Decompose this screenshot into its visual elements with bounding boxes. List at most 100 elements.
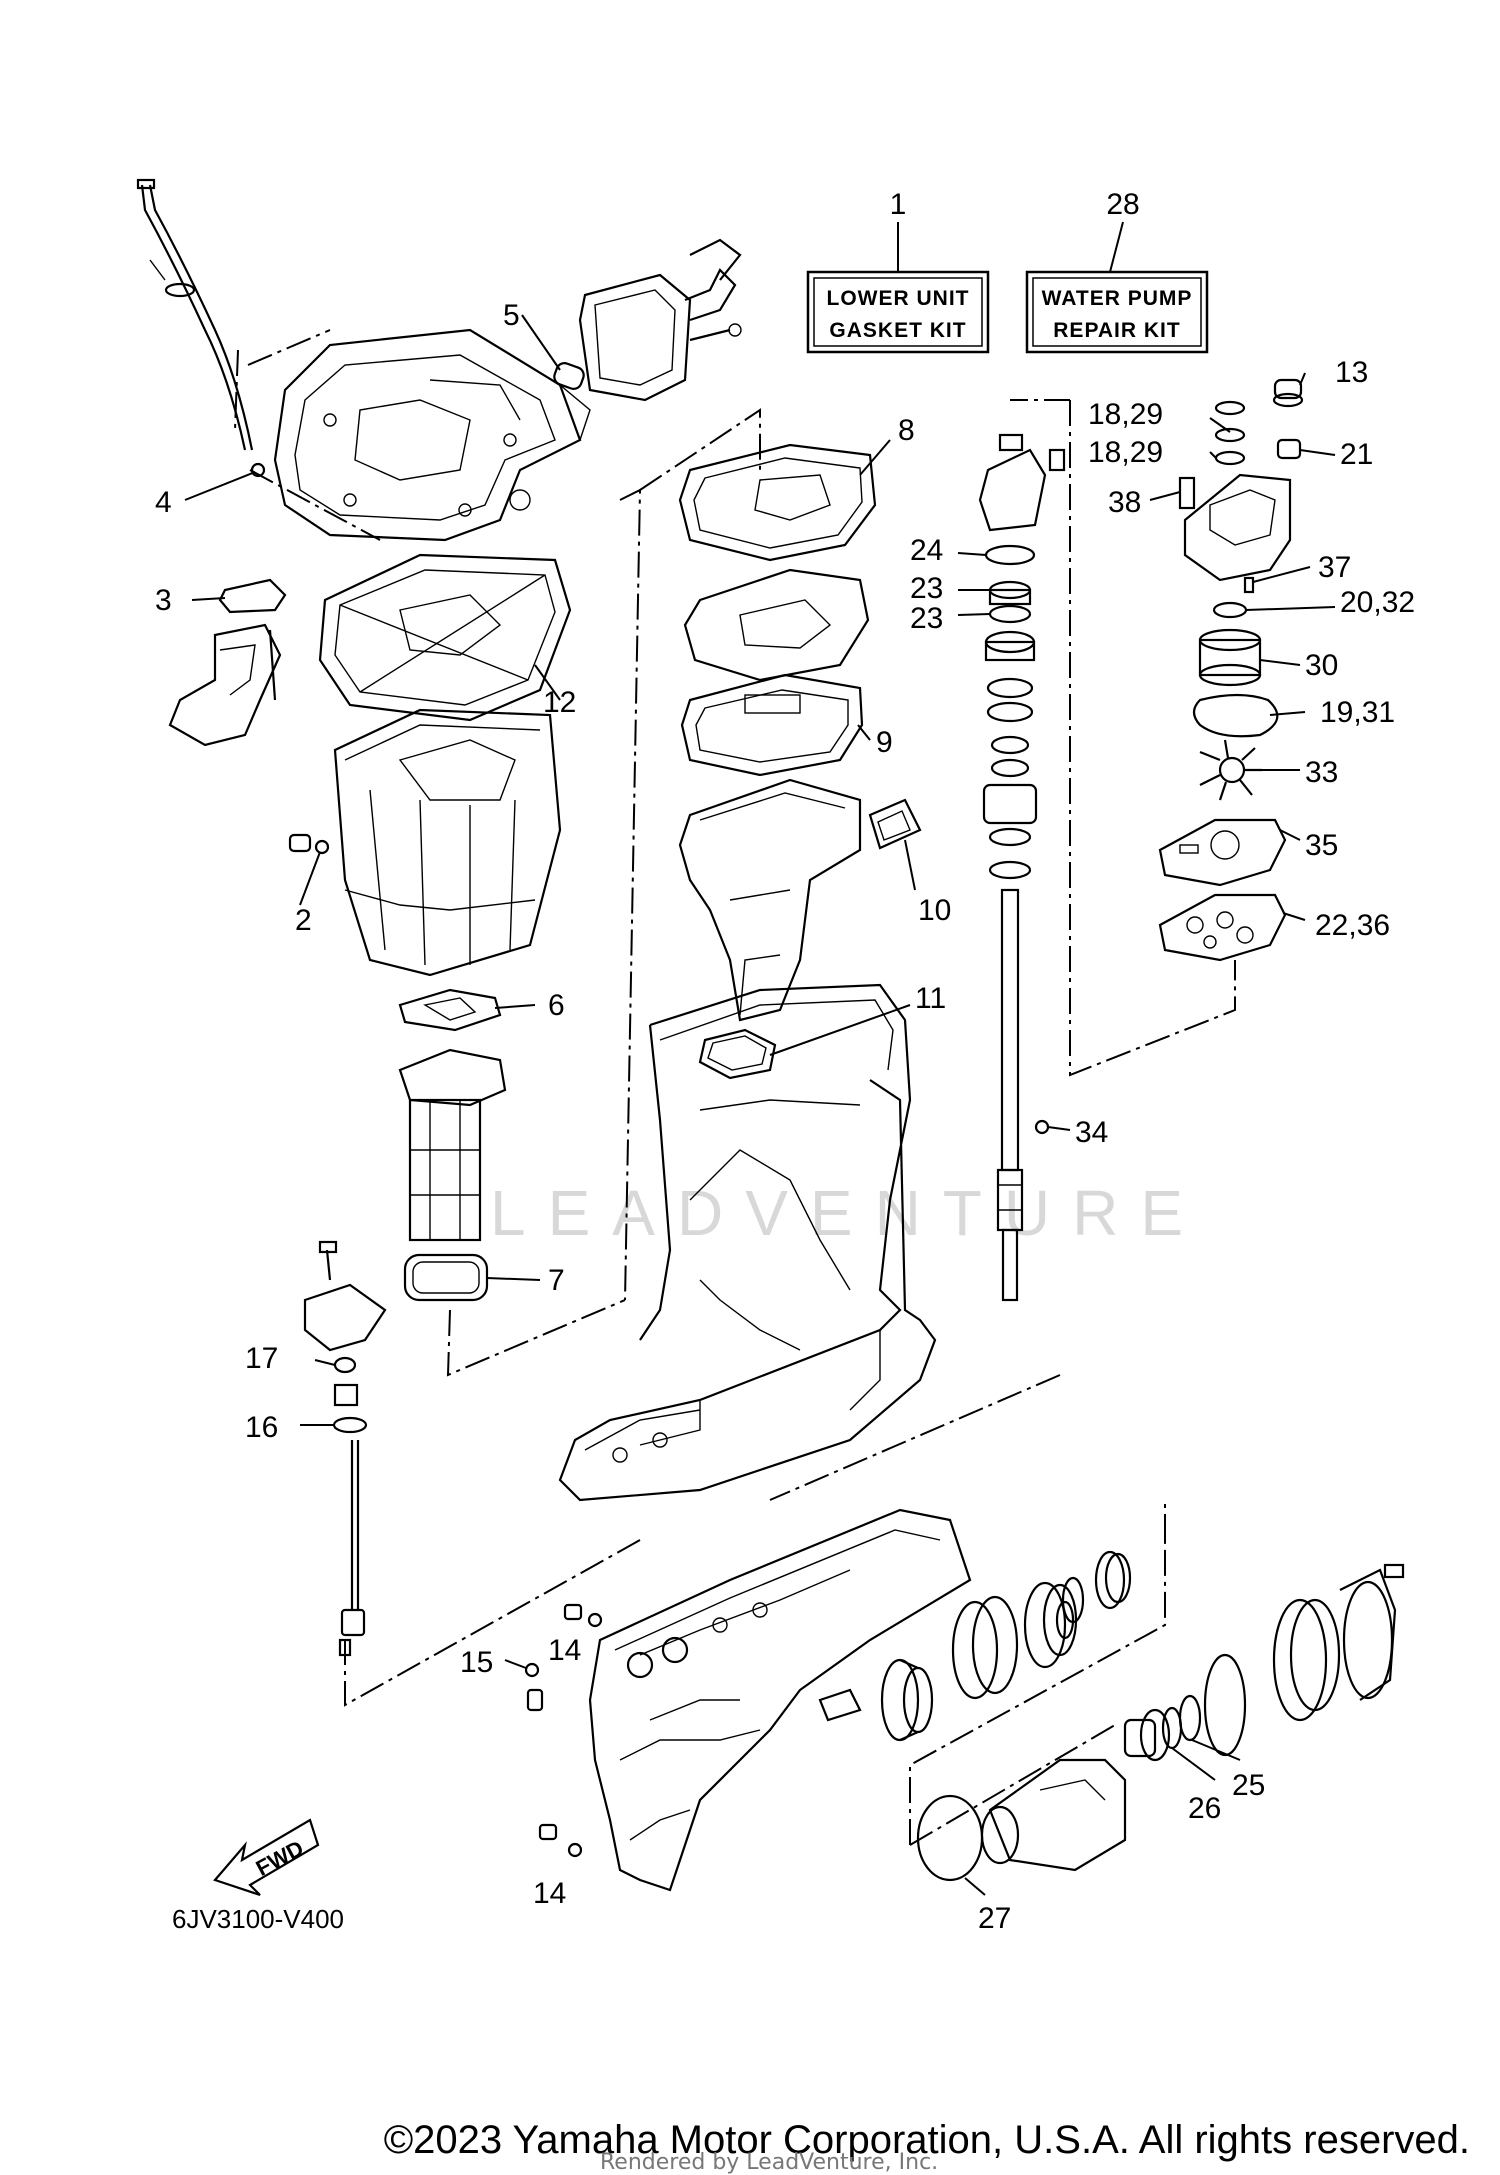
part-23-shims[interactable] — [988, 580, 1032, 624]
callout-5[interactable]: 5 — [503, 299, 520, 332]
upper-case[interactable] — [558, 983, 937, 1502]
part-5-grommet[interactable] — [552, 361, 586, 391]
rendered-by-credit: Rendered by LeadVenture, Inc. — [600, 2150, 939, 2175]
part-9-gasket[interactable] — [680, 673, 864, 777]
part-35-plate[interactable] — [1158, 818, 1287, 887]
callout-17[interactable]: 17 — [245, 1342, 278, 1375]
callout-10[interactable]: 10 — [918, 894, 951, 927]
callout-11[interactable]: 11 — [915, 982, 946, 1015]
oil-pan[interactable] — [333, 708, 562, 977]
part-6-gasket[interactable] — [398, 988, 502, 1032]
forward-gear[interactable] — [880, 1658, 934, 1742]
kit-box-water-pump-repair[interactable]: 28 WATER PUMP REPAIR KIT — [1025, 188, 1209, 354]
part-12-gasket[interactable] — [318, 553, 572, 722]
callout-9[interactable]: 9 — [876, 726, 893, 759]
callout-19-31[interactable]: 19,31 — [1320, 696, 1395, 729]
callout-27[interactable]: 27 — [978, 1902, 1011, 1935]
forward-gear-bearing[interactable] — [951, 1595, 1019, 1700]
callout-18-29-upper[interactable]: 18,29 — [1088, 398, 1163, 431]
part-34-key[interactable] — [1034, 1119, 1050, 1135]
callout-26[interactable]: 26 — [1188, 1792, 1221, 1825]
callout-14-upper[interactable]: 14 — [548, 1634, 581, 1667]
thrust-washer[interactable] — [1061, 1550, 1132, 1624]
callout-33[interactable]: 33 — [1305, 756, 1338, 789]
part-14-plug-upper[interactable] — [563, 1603, 603, 1628]
part-22-gasket[interactable] — [1158, 893, 1287, 962]
callout-2[interactable]: 2 — [295, 904, 312, 937]
part-18-seal-upper[interactable] — [1214, 427, 1246, 443]
part-24-oring[interactable] — [984, 544, 1036, 566]
callout-37[interactable]: 37 — [1318, 551, 1351, 584]
callout-4[interactable]: 4 — [155, 486, 172, 519]
shift-rod-bracket[interactable] — [303, 1240, 387, 1352]
part-21-insert[interactable] — [1276, 438, 1302, 460]
exhaust-muffler[interactable] — [398, 1048, 507, 1242]
callout-35[interactable]: 35 — [1305, 829, 1338, 862]
propeller-shaft-housing[interactable] — [980, 1708, 1171, 1872]
kit-line2: GASKET KIT — [829, 319, 966, 342]
callout-8[interactable]: 8 — [898, 414, 915, 447]
part-20-oring[interactable] — [1212, 601, 1248, 619]
callout-16[interactable]: 16 — [245, 1411, 278, 1444]
shift-rod-cover[interactable] — [578, 238, 742, 402]
reverse-gear-assembly[interactable] — [1203, 1563, 1405, 1757]
kit-box-lower-unit-gasket[interactable]: 1 LOWER UNIT GASKET KIT — [806, 188, 990, 354]
part-8-gasket[interactable] — [678, 443, 877, 562]
exhaust-guide[interactable] — [678, 778, 862, 1022]
callout-23-upper[interactable]: 23 — [910, 572, 943, 605]
water-pump-assembly[interactable] — [1158, 378, 1304, 962]
part-13-cap[interactable] — [1273, 378, 1303, 400]
kit-line1: LOWER UNIT — [827, 287, 970, 310]
part-10-seal[interactable] — [868, 798, 922, 850]
callout-25[interactable]: 25 — [1232, 1769, 1265, 1802]
callout-3[interactable]: 3 — [155, 584, 172, 617]
part-2-drain-bolt[interactable] — [288, 833, 330, 855]
part-19-oring[interactable] — [1192, 693, 1279, 738]
watermark: LEADVENTURE — [490, 1177, 1205, 1249]
kit-number: 28 — [1106, 188, 1139, 221]
diagram-code: 6JV3100-V400 — [172, 1904, 344, 1934]
part-37-pin[interactable] — [1243, 576, 1255, 594]
callout-20-32[interactable]: 20,32 — [1340, 586, 1415, 619]
part-3-gasket[interactable] — [218, 578, 287, 614]
dipstick[interactable] — [136, 178, 254, 451]
part-7-seal[interactable] — [403, 1253, 489, 1302]
part-38-bolt[interactable] — [1178, 476, 1196, 510]
lower-unit-housing[interactable] — [588, 1508, 972, 1892]
callout-6[interactable]: 6 — [548, 989, 565, 1022]
part-30-cartridge[interactable] — [1198, 628, 1262, 687]
exhaust-manifold[interactable] — [168, 623, 282, 747]
part-26-seal[interactable] — [1161, 1706, 1183, 1750]
part-15-gasket[interactable] — [524, 1662, 540, 1678]
plug-bolt[interactable] — [526, 1688, 544, 1712]
callout-18-29-lower[interactable]: 18,29 — [1088, 436, 1163, 469]
callout-30[interactable]: 30 — [1305, 649, 1338, 682]
callout-21[interactable]: 21 — [1340, 438, 1373, 471]
callout-12[interactable]: 12 — [543, 686, 576, 719]
part-11-seal[interactable] — [698, 1028, 777, 1080]
callout-13[interactable]: 13 — [1335, 356, 1368, 389]
callout-22-36[interactable]: 22,36 — [1315, 909, 1390, 942]
callout-15[interactable]: 15 — [460, 1646, 493, 1679]
part-33-impeller[interactable] — [1199, 739, 1262, 801]
callout-7[interactable]: 7 — [548, 1264, 565, 1297]
callout-14-lower[interactable]: 14 — [533, 1877, 566, 1910]
part-14-plug-lower[interactable] — [538, 1823, 583, 1858]
part-27-oring[interactable] — [916, 1794, 984, 1882]
part-16-oring[interactable] — [332, 1416, 368, 1434]
callout-23-lower[interactable]: 23 — [910, 602, 943, 635]
part-4-oring[interactable] — [250, 462, 266, 478]
shift-rod[interactable] — [332, 1383, 368, 1657]
part-18-seal-lower[interactable] — [1214, 450, 1246, 466]
bearing-race[interactable] — [1023, 1581, 1078, 1669]
part-25-seal[interactable] — [1178, 1694, 1202, 1742]
drive-shaft-assembly[interactable] — [978, 433, 1066, 1302]
callout-24[interactable]: 24 — [910, 534, 943, 567]
part-17-bushing[interactable] — [333, 1356, 357, 1374]
callout-38[interactable]: 38 — [1108, 486, 1141, 519]
callout-34[interactable]: 34 — [1075, 1116, 1108, 1149]
kit-number: 1 — [890, 188, 907, 221]
separator-plate[interactable] — [683, 568, 870, 682]
upper-casing[interactable] — [273, 328, 591, 542]
